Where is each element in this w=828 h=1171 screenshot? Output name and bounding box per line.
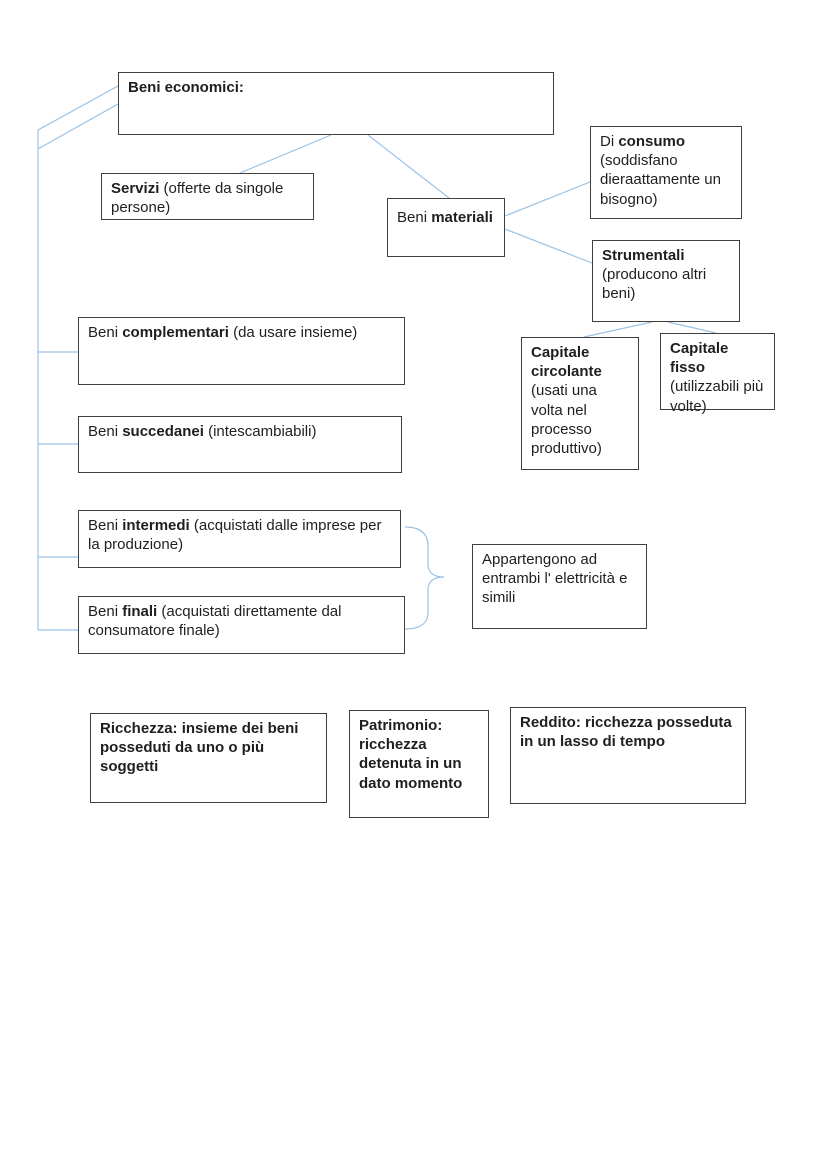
text-segment: finali (122, 603, 158, 620)
connector-materiali-strumentali (504, 228, 593, 264)
node-di-consumo: Di consumo (soddisfano dieraattamente un… (590, 126, 742, 219)
connector-economici-materiali (367, 134, 450, 199)
connector-strumentali-fisso (667, 321, 717, 334)
connector-economici-left-lower (37, 103, 119, 150)
text-segment: Beni (397, 209, 432, 226)
text-segment: Beni (88, 517, 123, 534)
connector-materiali-consumo (504, 181, 591, 217)
node-beni-succedanei: Beni succedanei (intescambiabili) (78, 416, 402, 473)
text-segment: complementari (122, 324, 229, 341)
text-segment: Patrimonio: ricchezza detenuta in un dat… (359, 717, 463, 792)
node-beni-finali: Beni finali (acquistati direttamente dal… (78, 596, 405, 654)
node-servizi: Servizi (offerte da singole persone) (101, 173, 314, 220)
connector-strumentali-circolante (583, 321, 653, 338)
text-segment: Reddito: ricchezza posseduta in un lasso… (520, 714, 732, 751)
text-segment: (offerte da singole persone) (111, 180, 284, 217)
text-segment: succedanei (122, 423, 204, 440)
text-segment: Ricchezza: insieme dei beni posseduti da… (100, 720, 299, 776)
node-beni-materiali: Beni materiali (387, 198, 505, 257)
text-segment: Beni (88, 423, 123, 440)
text-segment: Appartengono ad entrambi l' elettricità … (482, 551, 628, 607)
text-segment: (usati una volta nel processo produttivo… (531, 382, 602, 457)
text-segment: Servizi (111, 180, 160, 197)
text-segment: (da usare insieme) (228, 324, 358, 341)
node-appartengono-entrambi: Appartengono ad entrambi l' elettricità … (472, 544, 647, 629)
node-beni-economici: Beni economici: (118, 72, 554, 135)
text-segment: (utilizzabili più volte) (670, 378, 764, 415)
text-segment: Di (600, 133, 619, 150)
text-segment: Strumentali (602, 247, 685, 264)
text-segment: intermedi (122, 517, 190, 534)
node-patrimonio: Patrimonio: ricchezza detenuta in un dat… (349, 710, 489, 818)
node-capitale-fisso: Capitale fisso (utilizzabili più volte) (660, 333, 775, 415)
node-ricchezza: Ricchezza: insieme dei beni posseduti da… (90, 713, 327, 803)
text-segment: Beni economici: (128, 79, 244, 96)
brace-intermedi-finali (404, 526, 445, 630)
text-segment: (producono altri beni) (602, 266, 707, 303)
connector-economici-left-upper (37, 85, 119, 131)
text-segment: Beni (88, 603, 123, 620)
text-segment: Beni (88, 324, 123, 341)
connector-economici-servizi (239, 134, 332, 174)
node-strumentali: Strumentali (producono altri beni) (592, 240, 740, 322)
text-segment: materiali (431, 209, 493, 226)
node-beni-intermedi: Beni intermedi (acquistati dalle imprese… (78, 510, 401, 568)
text-segment: (acquistati direttamente dal consumatore… (88, 603, 342, 640)
node-capitale-circolante: Capitale circolante (usati una volta nel… (521, 337, 639, 470)
text-segment: Capitale fisso (670, 340, 729, 377)
text-segment: Capitale circolante (531, 344, 602, 381)
node-beni-complementari: Beni complementari (da usare insieme) (78, 317, 405, 385)
text-segment: (soddisfano dieraattamente un bisogno) (600, 152, 721, 208)
node-reddito: Reddito: ricchezza posseduta in un lasso… (510, 707, 746, 804)
text-segment: consumo (618, 133, 686, 150)
text-segment: (acquistati dalle imprese per la produzi… (88, 517, 382, 554)
text-segment: (intescambiabili) (203, 423, 317, 440)
